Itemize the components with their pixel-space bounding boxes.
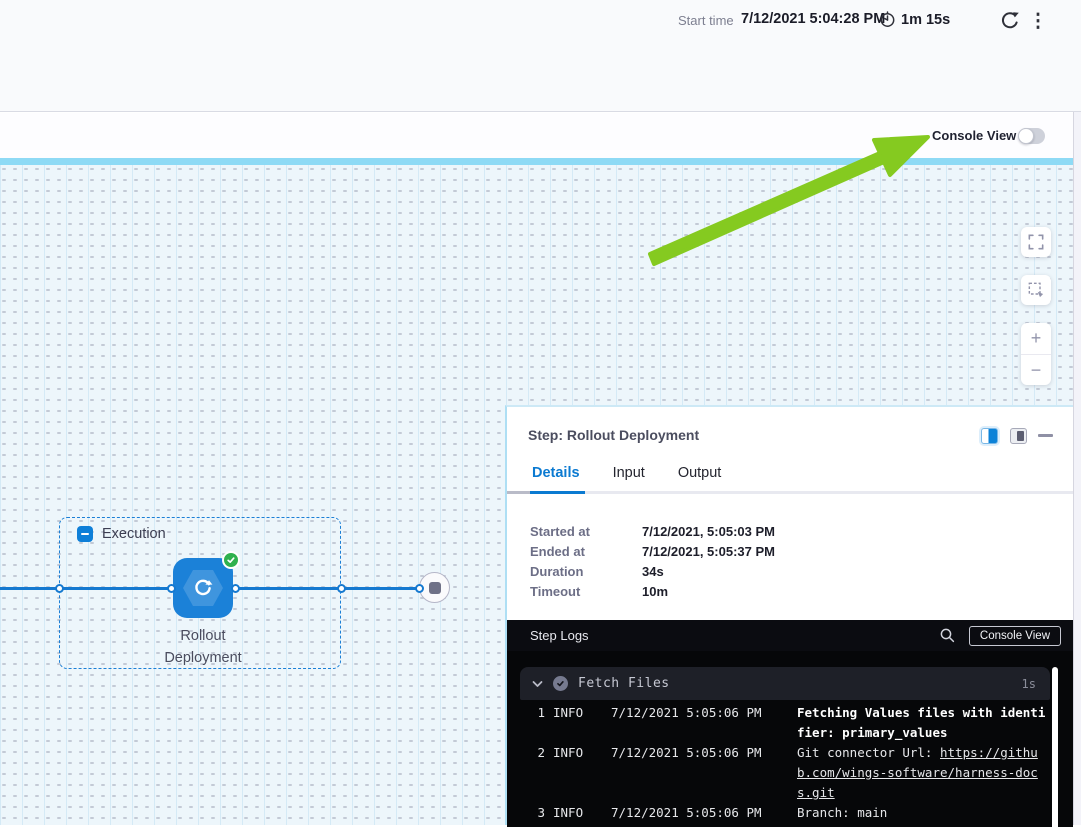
refresh-icon (1000, 11, 1020, 31)
log-level: INFO (553, 803, 603, 823)
log-line: 1 INFO 7/12/2021 5:05:06 PM Fetching Val… (531, 703, 1071, 743)
details-list: Started at 7/12/2021, 5:05:03 PM Ended a… (530, 521, 775, 601)
panel-title: Step: Rollout Deployment (528, 427, 699, 443)
stop-square-icon (429, 582, 441, 594)
step-logs-bar: Step Logs Console View (507, 620, 1073, 651)
console-view-button[interactable]: Console View (969, 626, 1061, 646)
end-node[interactable] (419, 572, 450, 603)
edge-connector (231, 584, 240, 593)
start-time-value: 7/12/2021 5:04:28 PM (741, 11, 885, 27)
refresh-button[interactable] (999, 10, 1021, 32)
detail-label: Ended at (530, 544, 642, 559)
detail-row-timeout: Timeout 10m (530, 581, 775, 601)
detail-value: 34s (642, 564, 664, 579)
fullscreen-icon (1028, 234, 1044, 250)
zoom-out-button[interactable]: − (1021, 355, 1051, 386)
log-timestamp: 7/12/2021 5:05:06 PM (611, 743, 789, 803)
log-level: INFO (553, 743, 603, 803)
detail-value: 7/12/2021, 5:05:37 PM (642, 544, 775, 559)
active-tab-underline (530, 491, 585, 494)
success-check-badge (222, 551, 240, 569)
log-timestamp: 7/12/2021 5:05:06 PM (611, 703, 789, 743)
step-details-panel: Step: Rollout Deployment Details Input O… (505, 405, 1073, 825)
detail-row-duration: Duration 34s (530, 561, 775, 581)
log-link[interactable]: https://github.com/wings-software/harnes… (797, 745, 1038, 800)
rollout-icon (193, 578, 213, 598)
log-section-duration: 1s (1022, 677, 1036, 691)
split-view-icon[interactable] (981, 428, 998, 444)
highlight-bar (0, 158, 1073, 165)
tab-border-edge (507, 491, 530, 494)
chevron-down-icon[interactable] (532, 680, 543, 688)
log-message: Fetching Values files with identifier: p… (797, 703, 1047, 743)
elapsed-time: 1m 15s (879, 11, 950, 28)
search-icon (939, 627, 956, 644)
log-line-number: 2 (531, 743, 545, 803)
log-lines: 1 INFO 7/12/2021 5:05:06 PM Fetching Val… (507, 703, 1071, 823)
elapsed-time-value: 1m 15s (901, 12, 950, 28)
toggle-knob (1018, 128, 1034, 144)
log-section-title: Fetch Files (578, 676, 1022, 691)
tab-details[interactable]: Details (532, 465, 580, 494)
page-scrollbar-track[interactable] (1073, 112, 1081, 825)
execution-group-label: Execution (102, 526, 166, 542)
zoom-in-button[interactable]: + (1021, 323, 1051, 354)
fit-selection-icon (1028, 282, 1044, 298)
fullscreen-button[interactable] (1021, 227, 1051, 257)
console-scrollbar-thumb[interactable] (1052, 667, 1058, 831)
detail-label: Started at (530, 524, 642, 539)
clock-icon (879, 11, 896, 28)
console-view-label: Console View (932, 128, 1016, 143)
console-view-toggle[interactable] (1018, 128, 1045, 144)
detail-row-ended: Ended at 7/12/2021, 5:05:37 PM (530, 541, 775, 561)
fit-to-selection-button[interactable] (1021, 275, 1051, 305)
log-section-header[interactable]: Fetch Files 1s (520, 667, 1050, 700)
log-level: INFO (553, 703, 603, 743)
edge-connector (415, 584, 424, 593)
detail-value: 10m (642, 584, 668, 599)
detail-label: Timeout (530, 584, 642, 599)
rollout-deployment-node[interactable] (173, 558, 233, 618)
log-line: 2 INFO 7/12/2021 5:05:06 PM Git connecto… (531, 743, 1071, 803)
collapse-group-button[interactable] (77, 526, 93, 542)
tab-output[interactable]: Output (678, 465, 722, 494)
edge-connector (55, 584, 64, 593)
log-message: Branch: main (797, 803, 1047, 823)
detail-value: 7/12/2021, 5:05:03 PM (642, 524, 775, 539)
log-timestamp: 7/12/2021 5:05:06 PM (611, 803, 789, 823)
tab-border (507, 491, 1073, 494)
zoom-control-group: + − (1021, 323, 1051, 385)
node-hexagon (183, 570, 223, 606)
search-logs-button[interactable] (937, 625, 959, 647)
log-line-number: 3 (531, 803, 545, 823)
detail-row-started: Started at 7/12/2021, 5:05:03 PM (530, 521, 775, 541)
log-line: 3 INFO 7/12/2021 5:05:06 PM Branch: main (531, 803, 1071, 823)
log-line-number: 1 (531, 703, 545, 743)
start-time-label: Start time (678, 13, 734, 28)
step-logs-title: Step Logs (530, 628, 937, 643)
log-message: Git connector Url: https://github.com/wi… (797, 743, 1047, 803)
log-console: Fetch Files 1s 1 INFO 7/12/2021 5:05:06 … (507, 651, 1073, 827)
panel-tabs: Details Input Output (507, 465, 1073, 494)
minimize-panel-button[interactable] (1038, 434, 1053, 437)
top-bar: Start time 7/12/2021 5:04:28 PM 1m 15s ⋮ (0, 0, 1081, 112)
panel-view-icon[interactable] (1010, 428, 1027, 444)
edge-connector (337, 584, 346, 593)
console-view-row (0, 113, 1073, 158)
check-icon (226, 555, 236, 565)
section-success-icon (553, 676, 568, 691)
tab-input[interactable]: Input (613, 465, 645, 494)
kebab-menu-button[interactable]: ⋮ (1029, 9, 1047, 33)
edge-connector (167, 584, 176, 593)
detail-label: Duration (530, 564, 642, 579)
node-label: Rollout Deployment (143, 625, 263, 669)
